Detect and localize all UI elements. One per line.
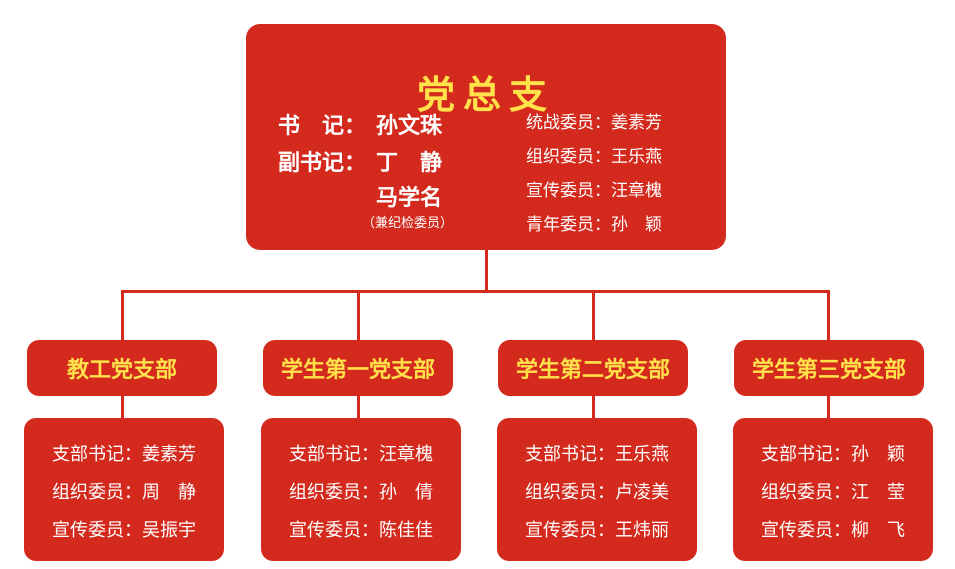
connector-trunk — [485, 250, 488, 292]
member-role: 宣传委员： — [525, 520, 615, 541]
secretary-label: 书 记： — [278, 114, 367, 139]
member-role: 宣传委员： — [289, 520, 379, 541]
branch-title-student-1: 学生第一党支部 — [263, 340, 453, 396]
deputy-name-2: 马学名 — [376, 186, 443, 211]
member-name: 江 莹 — [851, 482, 905, 503]
member-name: 姜素芳 — [142, 444, 196, 465]
member-name: 汪章槐 — [379, 444, 433, 465]
branch-title-student-3: 学生第三党支部 — [734, 340, 924, 396]
committee-youth: 青年委员：孙 颖 — [526, 210, 662, 235]
member-role: 宣传委员： — [52, 520, 142, 541]
member-name: 陈佳佳 — [379, 520, 433, 541]
member-row: 组织委员：江 莹 — [733, 478, 933, 504]
connector-branch-4 — [827, 394, 830, 420]
member-row: 组织委员：周 静 — [24, 478, 224, 504]
connector-bus — [121, 290, 830, 293]
member-row: 支部书记：王乐燕 — [497, 440, 697, 466]
member-role: 支部书记： — [52, 444, 142, 465]
member-name: 柳 飞 — [851, 520, 905, 541]
member-role: 支部书记： — [761, 444, 851, 465]
member-row: 支部书记：姜素芳 — [24, 440, 224, 466]
general-branch-box: 党总支 书 记： 孙文珠 副书记： 丁 静 马学名 （兼纪检委员） 统战委员：姜… — [246, 24, 726, 250]
member-name: 吴振宇 — [142, 520, 196, 541]
member-role: 组织委员： — [525, 482, 615, 503]
connector-drop-1 — [121, 290, 124, 342]
member-name: 孙 倩 — [379, 482, 433, 503]
connector-drop-2 — [357, 290, 360, 342]
member-role: 宣传委员： — [761, 520, 851, 541]
member-role: 支部书记： — [289, 444, 379, 465]
member-row: 宣传委员：陈佳佳 — [261, 516, 461, 542]
committee-united-front: 统战委员：姜素芳 — [526, 108, 662, 133]
committee-name: 汪章槐 — [611, 181, 662, 201]
committee-organization: 组织委员：王乐燕 — [526, 142, 662, 167]
member-row: 宣传委员：柳 飞 — [733, 516, 933, 542]
member-name: 王炜丽 — [615, 520, 669, 541]
deputy-note: （兼纪检委员） — [362, 216, 454, 231]
branch-members-faculty: 支部书记：姜素芳 组织委员：周 静 宣传委员：吴振宇 — [24, 418, 224, 561]
connector-branch-1 — [121, 394, 124, 420]
committee-role: 宣传委员： — [526, 181, 611, 201]
branch-title-student-2: 学生第二党支部 — [498, 340, 688, 396]
connector-branch-3 — [592, 394, 595, 420]
deputy-label: 副书记： — [278, 151, 367, 176]
member-row: 宣传委员：吴振宇 — [24, 516, 224, 542]
branch-members-student-1: 支部书记：汪章槐 组织委员：孙 倩 宣传委员：陈佳佳 — [261, 418, 461, 561]
connector-drop-4 — [827, 290, 830, 342]
committee-publicity: 宣传委员：汪章槐 — [526, 176, 662, 201]
member-role: 组织委员： — [761, 482, 851, 503]
committee-name: 姜素芳 — [611, 113, 662, 133]
committee-role: 青年委员： — [526, 215, 611, 235]
member-row: 支部书记：汪章槐 — [261, 440, 461, 466]
committee-role: 组织委员： — [526, 147, 611, 167]
member-role: 支部书记： — [525, 444, 615, 465]
connector-branch-2 — [357, 394, 360, 420]
secretary-name: 孙文珠 — [376, 114, 443, 139]
committee-name: 孙 颖 — [611, 215, 662, 235]
connector-drop-3 — [592, 290, 595, 342]
branch-members-student-3: 支部书记：孙 颖 组织委员：江 莹 宣传委员：柳 飞 — [733, 418, 933, 561]
branch-title-faculty: 教工党支部 — [27, 340, 217, 396]
member-row: 宣传委员：王炜丽 — [497, 516, 697, 542]
member-name: 孙 颖 — [851, 444, 905, 465]
committee-name: 王乐燕 — [611, 147, 662, 167]
member-name: 卢凌美 — [615, 482, 669, 503]
committee-role: 统战委员： — [526, 113, 611, 133]
member-role: 组织委员： — [289, 482, 379, 503]
branch-members-student-2: 支部书记：王乐燕 组织委员：卢凌美 宣传委员：王炜丽 — [497, 418, 697, 561]
member-name: 周 静 — [142, 482, 196, 503]
deputy-name-1: 丁 静 — [376, 151, 443, 176]
member-row: 支部书记：孙 颖 — [733, 440, 933, 466]
general-branch-title: 党总支 — [416, 73, 555, 117]
member-name: 王乐燕 — [615, 444, 669, 465]
member-row: 组织委员：卢凌美 — [497, 478, 697, 504]
member-row: 组织委员：孙 倩 — [261, 478, 461, 504]
member-role: 组织委员： — [52, 482, 142, 503]
